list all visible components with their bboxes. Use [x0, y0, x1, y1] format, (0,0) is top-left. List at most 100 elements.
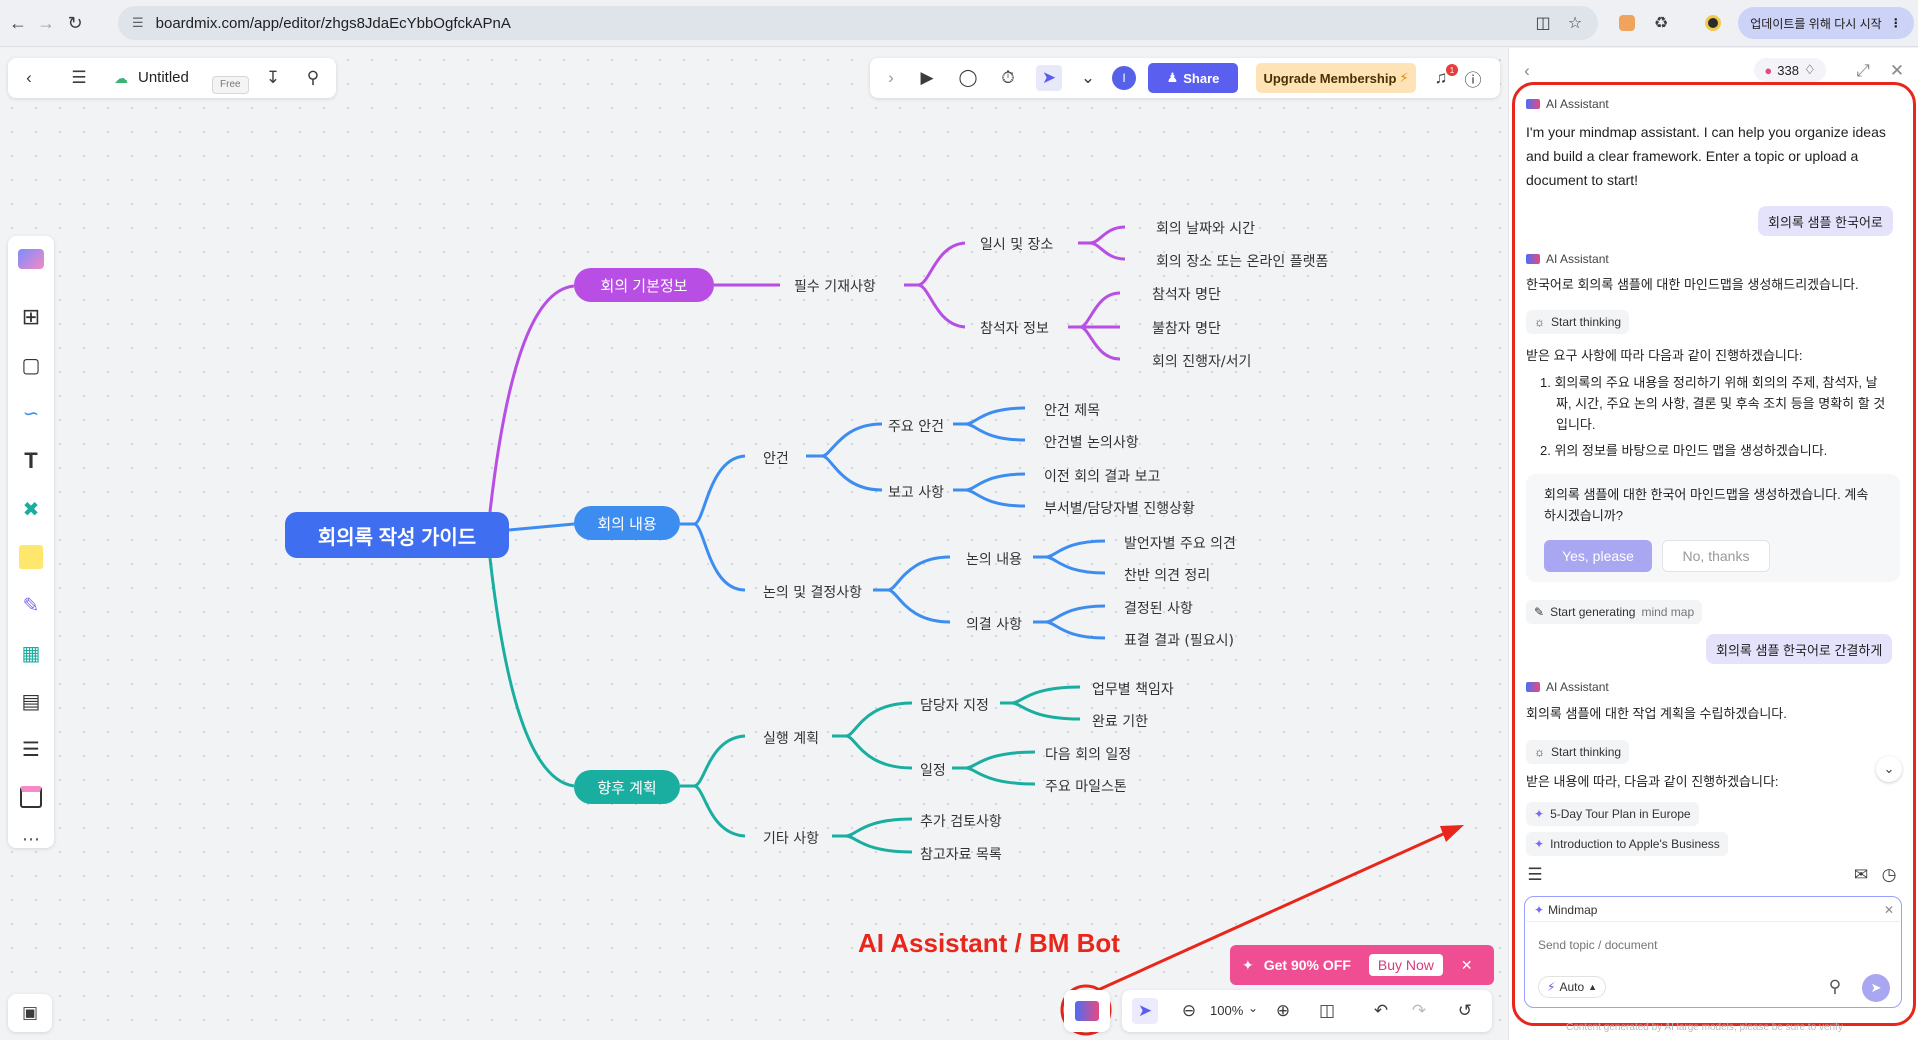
minimap-toggle[interactable]: ▣ [8, 994, 52, 1032]
zoom-in-icon[interactable]: ⊕ [1275, 1001, 1291, 1020]
help-icon[interactable]: ⓘ [1464, 70, 1482, 90]
close-promo-icon[interactable]: ✕ [1460, 956, 1473, 973]
back-icon[interactable]: ← [9, 12, 27, 33]
mindmap-node[interactable]: 논의 및 결정사항 [763, 585, 863, 601]
shape-icon[interactable]: ▢ [21, 354, 41, 377]
more-tools-chevron-icon[interactable]: ⌄ [1080, 68, 1096, 87]
yes-please-button[interactable]: Yes, please [1544, 540, 1652, 572]
mindmap-node[interactable]: 부서별/담당자별 진행상황 [1044, 501, 1195, 517]
mindmap-node[interactable]: 회의 장소 또는 온라인 플랫폼 [1156, 254, 1329, 270]
mindmap-node[interactable]: 참석자 정보 [980, 321, 1049, 337]
address-bar[interactable]: ☰ boardmix.com/app/editor/zhgs8JdaEcYbbO… [118, 6, 1598, 40]
zoom-level[interactable]: 100% [1210, 1003, 1244, 1018]
buy-now-button[interactable]: Buy Now [1368, 954, 1443, 976]
mindmap-node[interactable]: 찬반 의견 정리 [1124, 568, 1211, 584]
notification-bell-icon[interactable]: ♫ [1434, 68, 1448, 87]
document-title[interactable]: Untitled [138, 69, 189, 86]
pen-icon[interactable]: ✎ [22, 594, 40, 617]
mindmap-root-node[interactable]: 회의록 작성 가이드 [285, 512, 509, 558]
mindmap-node[interactable]: 이전 회의 결과 보고 [1044, 469, 1161, 485]
send-button[interactable]: ➤ [1862, 974, 1890, 1002]
connector-line-icon[interactable]: ∽ [22, 402, 40, 425]
suggestion-chip[interactable]: ✦ 5-Day Tour Plan in Europe [1526, 802, 1699, 826]
mindmap-node[interactable]: 보고 사항 [888, 485, 944, 501]
search-icon[interactable]: ⚲ [306, 68, 320, 87]
no-thanks-button[interactable]: No, thanks [1662, 540, 1770, 572]
mindmap-node[interactable]: 참고자료 목록 [920, 847, 1002, 863]
close-sidebar-icon[interactable]: ✕ [1889, 61, 1905, 80]
profile-avatar-icon[interactable] [1702, 12, 1724, 34]
mindmap-node[interactable]: 일정 [920, 763, 946, 779]
map-view-icon[interactable]: ◫ [1318, 1001, 1336, 1020]
mindmap-node-future-plan[interactable]: 향후 계획 [574, 770, 680, 804]
credits-badge[interactable]: ● 338 ♢ [1754, 58, 1826, 82]
collapse-chevron-icon[interactable]: › [888, 68, 894, 87]
thinking-chip[interactable]: ☼ Start thinking [1526, 310, 1630, 334]
mindmap-node[interactable]: 필수 기재사항 [794, 279, 876, 295]
reload-icon[interactable]: ↻ [67, 12, 83, 33]
install-app-icon[interactable]: ◫ [1535, 15, 1551, 32]
frame-icon[interactable]: ⊞ [21, 304, 41, 329]
comment-icon[interactable]: ◯ [958, 68, 978, 87]
mindmap-node[interactable]: 주요 안건 [888, 419, 944, 435]
mindmap-node[interactable]: 의결 사항 [966, 617, 1022, 633]
table-icon[interactable]: ▦ [21, 642, 41, 665]
site-settings-icon[interactable]: ☰ [132, 15, 144, 30]
mindmap-node[interactable]: 안건 [763, 451, 789, 467]
extensions-puzzle-icon[interactable]: ♻ [1653, 15, 1669, 32]
sticky-note-icon[interactable] [14, 540, 48, 574]
templates-icon[interactable] [14, 242, 48, 276]
mindmap-node[interactable]: 안건 제목 [1044, 403, 1100, 419]
expand-icon[interactable]: ⤢ [1856, 61, 1870, 80]
sidebar-back-icon[interactable]: ‹ [1524, 61, 1530, 80]
model-selector[interactable]: ⚡ Auto ▲ [1538, 976, 1607, 998]
clear-mode-icon[interactable]: ✕ [1883, 903, 1895, 917]
document-icon[interactable]: ▤ [21, 690, 41, 713]
user-avatar[interactable]: I [1112, 66, 1136, 90]
mindmap-node[interactable]: 완료 기한 [1092, 714, 1148, 730]
mindmap-node[interactable]: 추가 검토사항 [920, 814, 1002, 830]
mindmap-node[interactable]: 안건별 논의사항 [1044, 435, 1139, 451]
upgrade-membership-button[interactable]: Upgrade Membership ⚡ [1256, 63, 1416, 93]
chat-history-clock-icon[interactable]: ◷ [1881, 865, 1897, 884]
mindmap-node[interactable]: 주요 마일스톤 [1045, 779, 1127, 795]
history-icon[interactable]: ↺ [1457, 1001, 1473, 1020]
list-icon[interactable]: ☰ [22, 738, 40, 761]
forward-icon[interactable]: → [37, 12, 55, 33]
mindmap-tool-icon[interactable]: ✖ [22, 498, 40, 521]
scroll-down-icon[interactable]: ⌄ [1876, 756, 1902, 782]
thinking-chip[interactable]: ☼ Start thinking [1526, 740, 1630, 764]
mindmap-node[interactable]: 일시 및 장소 [980, 237, 1054, 253]
mindmap-node[interactable]: 참석자 명단 [1152, 287, 1221, 303]
present-play-icon[interactable]: ▶ [920, 68, 934, 87]
mindmap-node[interactable]: 업무별 책임자 [1092, 682, 1174, 698]
whiteboard-canvas[interactable] [0, 48, 1508, 1040]
history-list-icon[interactable]: ☰ [1527, 865, 1543, 884]
mindmap-node[interactable]: 표결 결과 (필요시) [1124, 633, 1234, 649]
new-chat-icon[interactable]: ✉ [1853, 865, 1869, 884]
timer-icon[interactable]: ⏱ [1001, 68, 1015, 87]
mindmap-node[interactable]: 회의 진행자/서기 [1152, 354, 1252, 370]
follow-cursor-icon[interactable]: ➤ [1036, 65, 1062, 91]
mindmap-node-basic-info[interactable]: 회의 기본정보 [574, 268, 714, 302]
mindmap-node-content[interactable]: 회의 내용 [574, 506, 680, 540]
zoom-dropdown-icon[interactable]: ⌄ [1248, 1001, 1259, 1015]
menu-icon[interactable]: ☰ [71, 68, 87, 87]
back-arrow-icon[interactable]: ‹ [26, 68, 32, 87]
mindmap-node[interactable]: 발언자별 주요 의견 [1124, 536, 1236, 552]
chat-input[interactable] [1538, 934, 1878, 956]
share-button[interactable]: ♟ Share [1148, 63, 1238, 93]
mindmap-node[interactable]: 회의 날짜와 시간 [1156, 221, 1256, 237]
text-icon[interactable]: T [24, 448, 38, 473]
generating-chip[interactable]: ✎ Start generating mind map [1526, 600, 1703, 624]
browser-update-button[interactable]: 업데이트를 위해 다시 시작 ⋮ [1738, 7, 1914, 39]
mindmap-node[interactable]: 불참자 명단 [1152, 321, 1221, 337]
mindmap-node[interactable]: 다음 회의 일정 [1045, 747, 1132, 763]
attachment-icon[interactable]: ⚲ [1828, 977, 1842, 996]
select-cursor-icon[interactable]: ➤ [1132, 998, 1158, 1024]
mindmap-node[interactable]: 기타 사항 [763, 831, 819, 847]
bookmark-star-icon[interactable]: ☆ [1567, 15, 1583, 32]
undo-icon[interactable]: ↶ [1373, 1001, 1389, 1020]
mindmap-node[interactable]: 담당자 지정 [920, 698, 989, 714]
suggestion-chip[interactable]: ✦ Introduction to Apple's Business [1526, 832, 1728, 856]
